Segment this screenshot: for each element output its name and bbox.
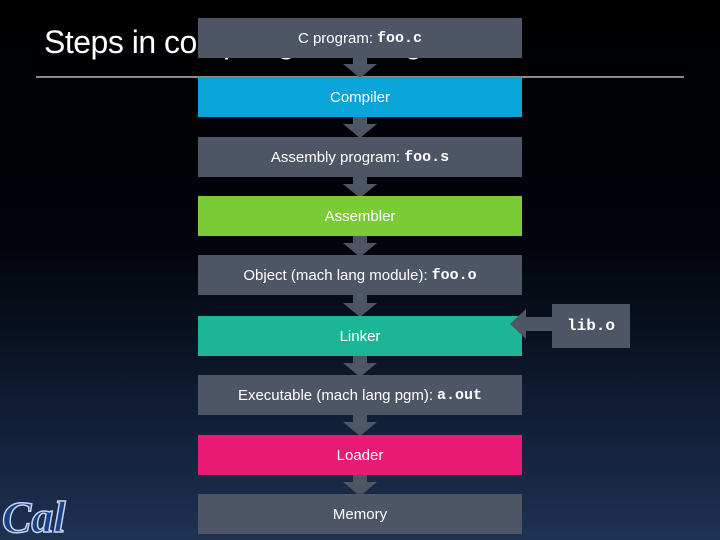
arrow-down-icon bbox=[343, 116, 377, 138]
assembly-program-label: Assembly program: bbox=[270, 148, 401, 166]
object-module-filename: foo.o bbox=[431, 266, 477, 284]
c-program-box: C program: foo.c bbox=[198, 18, 522, 58]
library-box: lib.o bbox=[552, 304, 630, 348]
c-program-filename: foo.c bbox=[377, 29, 423, 47]
arrow-down-icon bbox=[343, 414, 377, 436]
object-module-box: Object (mach lang module): foo.o bbox=[198, 255, 522, 295]
assembly-program-box: Assembly program: foo.s bbox=[198, 137, 522, 177]
arrow-down-icon bbox=[343, 176, 377, 198]
loader-box: Loader bbox=[198, 435, 522, 475]
linker-box: Linker bbox=[198, 316, 522, 356]
object-module-label: Object (mach lang module): bbox=[243, 266, 428, 284]
arrow-down-icon bbox=[343, 235, 377, 257]
executable-box: Executable (mach lang pgm): a.out bbox=[198, 375, 522, 415]
compiler-box: Compiler bbox=[198, 77, 522, 117]
linker-label: Linker bbox=[339, 327, 381, 345]
arrow-down-icon bbox=[343, 56, 377, 78]
arrow-down-icon bbox=[343, 295, 377, 317]
assembler-label: Assembler bbox=[324, 207, 396, 225]
loader-label: Loader bbox=[336, 446, 384, 464]
svg-text:Cal: Cal bbox=[2, 493, 66, 540]
cal-logo: Cal bbox=[1, 492, 67, 540]
c-program-label: C program: bbox=[297, 29, 373, 47]
compiler-label: Compiler bbox=[329, 88, 390, 106]
executable-label: Executable (mach lang pgm): bbox=[237, 386, 434, 404]
memory-label: Memory bbox=[332, 505, 388, 523]
arrow-left-icon bbox=[510, 309, 554, 339]
executable-filename: a.out bbox=[437, 386, 483, 404]
arrow-down-icon bbox=[343, 474, 377, 496]
assembly-program-filename: foo.s bbox=[404, 148, 450, 166]
assembler-box: Assembler bbox=[198, 196, 522, 236]
library-filename: lib.o bbox=[566, 317, 615, 335]
arrow-down-icon bbox=[343, 355, 377, 377]
memory-box: Memory bbox=[198, 494, 522, 534]
